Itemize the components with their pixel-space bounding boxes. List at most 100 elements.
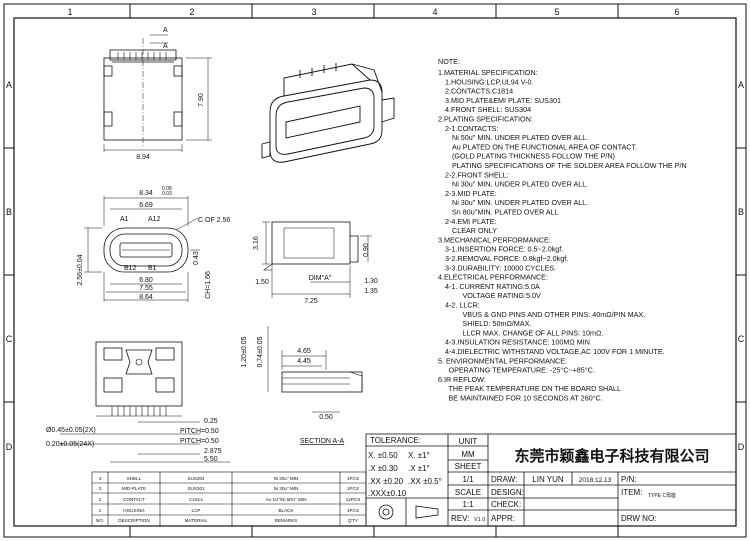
section-dim-0-50: 0.50 — [319, 414, 333, 421]
side-view — [262, 221, 372, 298]
note-line: 3.MECHANICAL PERFORMANCE: — [438, 235, 551, 244]
row-label-c: C — [6, 334, 13, 344]
note-line: 3-2.REMOVAL FORCE: 0.8kgf~2.0kgf. — [445, 254, 568, 263]
row-label-a: A — [6, 80, 12, 90]
bom-cell-qty: 12PCS — [346, 497, 361, 502]
bom-text: 4 SHELL SUS304 Ni 30u" MIN 1PCS 3 MID-PLATE SUS… — [96, 476, 360, 523]
rev-value: V1.0 — [474, 517, 485, 523]
note-line: 1.MATERIAL SPECIFICATION: — [438, 68, 538, 77]
top-height-dim: 7.90 — [198, 93, 205, 107]
note-line: 2.CONTACTS:C1814 — [445, 87, 513, 96]
sheet-value: 1/1 — [462, 475, 474, 484]
unit-label: UNIT — [459, 437, 478, 446]
chamfer-label: C OF 2.56 — [198, 217, 230, 224]
side-dim-3-16: 3.16 — [253, 236, 260, 250]
bom-cell-remarks: BLACK — [278, 508, 294, 513]
section-dim-4-45: 4.45 — [297, 358, 311, 365]
rev-label: REV: — [451, 514, 469, 523]
col-label-4: 4 — [432, 7, 437, 17]
bom-header-remarks: REMARKS — [275, 518, 298, 523]
note-line: 3.MID PLATE&EMI PLATE: SUS301 — [445, 96, 561, 105]
pin-label-a12: A12 — [148, 216, 161, 223]
bom-header-material: MATERIAL — [185, 518, 208, 523]
bom-cell-no: 3 — [99, 486, 102, 491]
front-dim-0-43: 0.43 — [193, 251, 200, 265]
scale-label: SCALE — [455, 488, 481, 497]
notes-block: NOTE: 1.MATERIAL SPECIFICATION: 1.HOUSIN… — [438, 57, 687, 403]
note-line: Ni 30u" MIN. UNDER PLATED OVER ALL. — [452, 180, 588, 189]
section-mark-top-2: A — [163, 43, 168, 50]
bom-cell-no: 4 — [99, 476, 102, 481]
draw-label: DRAW: — [491, 475, 517, 484]
tol-right-3: .XX ±0.5° — [408, 477, 442, 486]
bom-cell-desc: CONTACT — [123, 497, 145, 502]
bom-cell-material: C1814 — [189, 497, 203, 502]
note-line: Ni 30u" MIN. UNDER PLATED OVER ALL. — [452, 198, 588, 207]
side-dim-1-30: 1.30 — [364, 278, 378, 285]
bom-cell-desc: SHELL — [127, 476, 142, 481]
front-tol-minus: 0.03 — [162, 191, 172, 197]
front-dim-8-64: 8.64 — [139, 294, 153, 301]
bom-header-qty: Q'TY — [348, 518, 358, 523]
tolerance-label: TOLERANCE: — [370, 436, 421, 445]
bom-cell-desc: MID-PLATE — [122, 486, 146, 491]
row-label-c-right: C — [738, 334, 745, 344]
note-line: 4.FRONT SHELL: SUS304 — [445, 105, 531, 114]
bom-cell-remarks: Ni 30u" MIN — [274, 476, 299, 481]
fp-pitch-1: PITCH=0.50 — [180, 428, 219, 435]
bom-cell-material: LCP — [192, 508, 201, 513]
notes-heading: NOTE: — [438, 57, 460, 66]
section-view — [267, 326, 363, 413]
bom-cell-qty: 1PCS — [347, 476, 359, 481]
row-label-a-right: A — [738, 80, 744, 90]
note-line: 2-1.CONTACTS: — [445, 124, 498, 133]
iso-view — [261, 63, 395, 163]
title-block-text: TOLERANCE: X. ±0.50 .X ±0.30 .XX ±0.20 .… — [368, 436, 710, 523]
item-label: ITEM: — [621, 488, 642, 497]
row-label-b: B — [6, 207, 12, 217]
pn-label: P/N: — [621, 475, 637, 484]
col-label-6: 6 — [674, 7, 679, 17]
front-dim-8-34: 8.34 — [139, 190, 153, 197]
tol-left-3: .XX ±0.20 — [368, 477, 404, 486]
front-dim-ch: CH=1.66 — [205, 271, 212, 299]
col-label-2: 2 — [189, 7, 194, 17]
front-tol-plus: 0.08 — [162, 186, 172, 192]
scale-value: 1:1 — [462, 500, 474, 509]
note-line: 3-3.DURABILITY: 10000 CYCLES. — [445, 263, 556, 272]
company-name: 东莞市颖鑫电子科技有限公司 — [514, 447, 709, 465]
row-label-b-right: B — [738, 207, 744, 217]
bom-cell-desc: HOUSING — [123, 508, 145, 513]
note-line: Au PLATED ON THE FUNCTIONAL AREA OF CONT… — [452, 142, 637, 151]
note-line: 5. ENVIRONMENTAL PERFORMANCE: — [438, 356, 567, 365]
fp-pitch-2: PITCH=0.50 — [180, 438, 219, 445]
note-line: 1.HOUSING:LCP,UL94 V-0. — [445, 77, 534, 86]
appr-label: APPR: — [491, 514, 515, 523]
fp-hole-dim-2: 0.20±0.05(24X) — [46, 441, 94, 448]
top-width-dim: 8.94 — [136, 154, 150, 161]
row-label-d: D — [6, 442, 13, 452]
section-mark-top: A — [163, 27, 168, 34]
side-dim-1-50: 1.50 — [255, 279, 269, 286]
front-dim-6-80: 6.80 — [139, 277, 153, 284]
note-line: 4-4.DIELECTRIC WITHSTAND VOLTAGE,AC 100V… — [445, 347, 665, 356]
note-line: OPERATING TEMPERATURE: -25°C~+85°C. — [449, 366, 595, 375]
bom-cell-material: SUS301 — [187, 486, 205, 491]
bom-table — [91, 471, 367, 527]
bom-cell-no: 1 — [99, 508, 102, 513]
top-view — [103, 34, 212, 152]
section-label: SECTION A-A — [300, 438, 345, 445]
draw-date: 2018.12.13 — [579, 477, 612, 484]
bom-cell-material: SUS304 — [187, 476, 205, 481]
drawer-name: LIN YUN — [532, 475, 564, 484]
section-dim-4-65: 4.65 — [297, 348, 311, 355]
note-line: 2-2.FRONT SHELL: — [445, 170, 509, 179]
tol-right-1: X. ±1° — [408, 451, 430, 460]
bom-header-desc: DESCRIPTION — [118, 518, 149, 523]
note-line: 4.ELECTRICAL PERFORMANCE: — [438, 273, 548, 282]
side-dim-dima: DIM"A" — [309, 275, 332, 282]
note-line: LLCR MAX. CHANGE OF ALL PINS: 10mΩ. — [463, 328, 604, 337]
note-line: SHIELD: 50mΩ/MAX. — [463, 319, 532, 328]
tol-left-2: .X ±0.30 — [368, 464, 398, 473]
